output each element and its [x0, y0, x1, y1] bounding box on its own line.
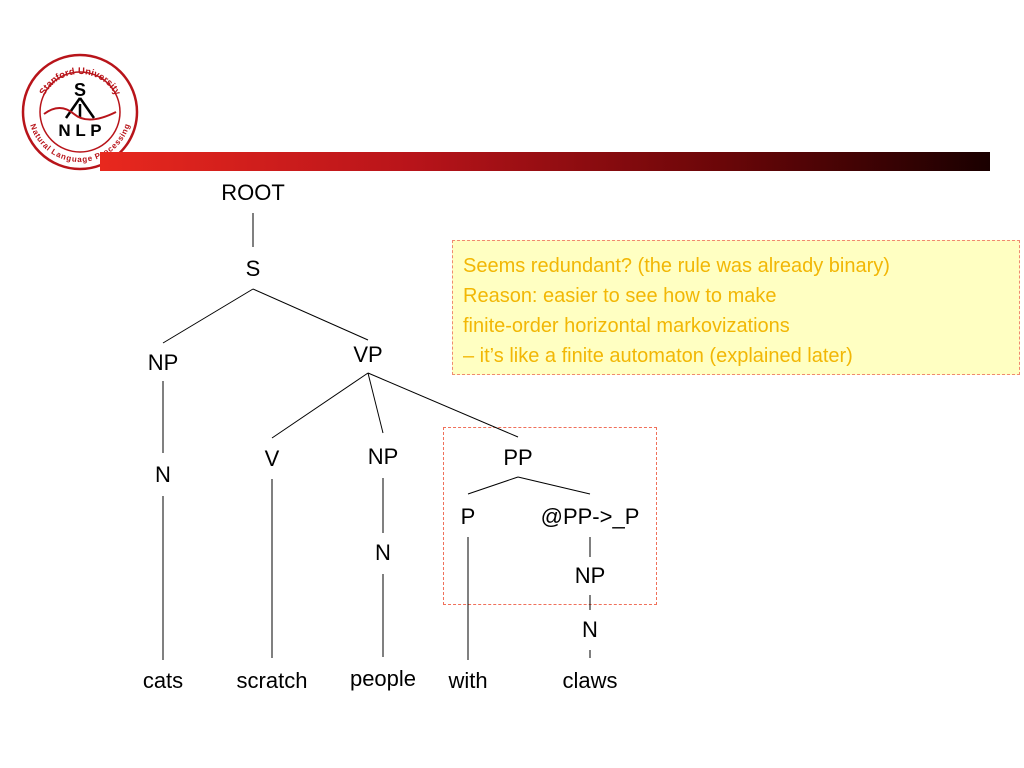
node-n-object: N	[375, 540, 391, 565]
word-scratch: scratch	[236, 668, 308, 693]
node-n-pp: N	[582, 617, 598, 642]
edge-s-np	[162, 288, 254, 344]
edge-vp-v	[271, 372, 369, 439]
word-with: with	[448, 668, 488, 693]
edge-vp-pp	[367, 372, 519, 438]
node-np-object: NP	[367, 444, 399, 469]
node-v: V	[264, 446, 280, 471]
word-claws: claws	[562, 668, 618, 693]
node-pp-bar: @PP->_P	[540, 504, 640, 529]
note-line-4: – it’s like a finite automaton (explaine…	[463, 345, 853, 367]
pp-subtree-highlight-box	[443, 427, 657, 605]
logo-tree-mark	[64, 97, 96, 119]
node-pp: PP	[503, 445, 533, 470]
node-s: S	[245, 256, 261, 281]
word-cats: cats	[142, 668, 184, 693]
node-root: ROOT	[221, 180, 285, 205]
node-np: NP	[147, 350, 179, 375]
note-line-3: finite-order horizontal markovizations	[463, 315, 790, 337]
logo-wave	[43, 107, 117, 121]
edge-pp-p	[467, 476, 519, 495]
explanation-note: Seems redundant? (the rule was already b…	[452, 240, 1020, 375]
node-np-pp: NP	[574, 563, 606, 588]
edge-pp-ppbar	[517, 476, 591, 495]
logo-letters-nlp: N L P	[58, 121, 101, 140]
edge-s-vp	[252, 288, 369, 341]
node-p: P	[460, 504, 476, 529]
node-n: N	[155, 462, 171, 487]
word-people: people	[349, 666, 417, 691]
note-line-1: Seems redundant? (the rule was already b…	[463, 255, 890, 277]
node-vp: VP	[353, 342, 383, 367]
logo-letter-s: S	[74, 80, 86, 100]
stanford-nlp-logo: Stanford University Natural Language Pro…	[21, 53, 139, 171]
header-gradient-bar	[100, 152, 990, 171]
edge-vp-np	[367, 372, 384, 434]
note-line-2: Reason: easier to see how to make	[463, 285, 777, 307]
